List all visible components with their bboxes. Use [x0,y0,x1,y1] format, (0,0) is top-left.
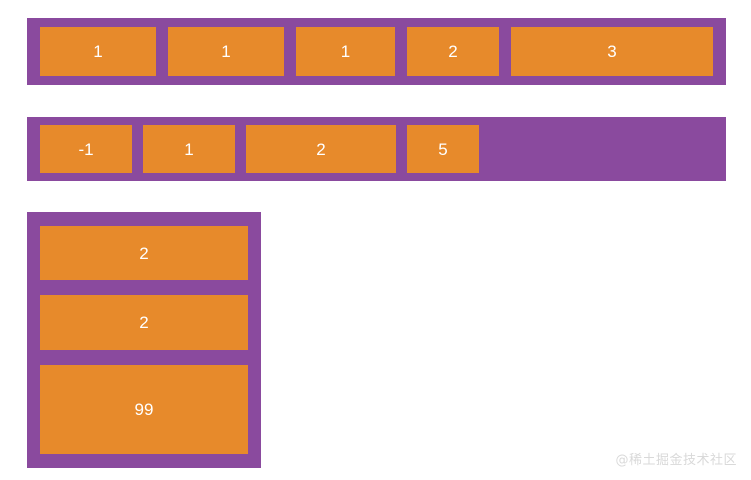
flex-container-row-two: -1 1 2 5 [27,117,726,181]
flex-item-label: 2 [316,139,326,159]
flex-item-label: 1 [93,42,103,61]
flex-item-label: 1 [184,139,194,159]
flex-item: 2 [407,27,499,76]
flex-item-label: 2 [139,313,149,332]
flex-item-label: 5 [438,139,448,159]
flex-item: 5 [407,125,479,173]
flex-container-row-one: 1 1 1 2 3 [27,18,726,85]
flex-item: 3 [511,27,713,76]
flex-item: 2 [40,295,248,350]
flex-item-label: 3 [607,42,617,61]
flex-item-label: 2 [139,243,149,263]
flex-item-label: 99 [134,400,154,419]
flex-item: 99 [40,365,248,454]
flex-item: 2 [40,226,248,280]
flex-item-label: 2 [448,42,458,61]
flex-item-label: 1 [340,42,351,61]
flex-item-label: 1 [221,42,231,61]
watermark: @稀土掘金技术社区 [615,453,737,468]
flex-item: 1 [143,125,235,173]
flex-item-label: -1 [78,139,94,159]
flex-item: 1 [168,27,284,76]
flex-item: 2 [246,125,396,173]
flex-item: 1 [40,27,156,76]
flex-item: 1 [296,27,395,76]
flex-item: -1 [40,125,132,173]
flex-container-column-one: 2 2 99 [27,212,261,468]
